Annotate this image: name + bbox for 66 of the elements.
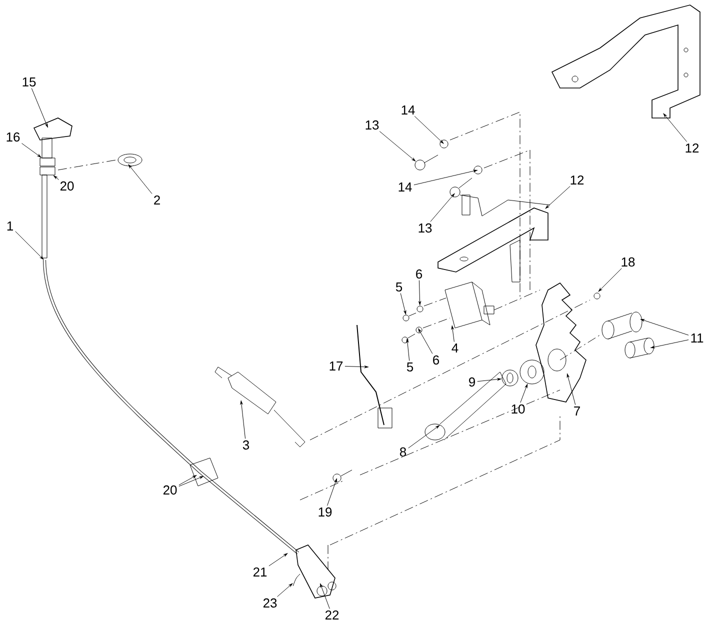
leader-line — [240, 400, 246, 439]
leader-line — [379, 131, 416, 162]
callout-number: 7 — [574, 406, 580, 416]
callout-number: 14 — [402, 106, 415, 114]
leader-line — [327, 478, 337, 506]
callout-number: 22 — [325, 610, 339, 620]
callout-number: 11 — [691, 334, 704, 342]
leader-line — [566, 374, 576, 406]
washer — [520, 360, 544, 384]
leader-line — [663, 113, 688, 142]
leader-line — [650, 340, 689, 348]
leader-line — [400, 293, 406, 314]
callout-number: 3 — [242, 440, 250, 450]
leader-line — [128, 164, 152, 194]
leader-line — [418, 328, 433, 354]
callout-number: 16 — [6, 132, 20, 142]
callout-number: 12 — [686, 143, 699, 153]
callout-number: 15 — [22, 77, 36, 87]
leader-line — [15, 231, 44, 260]
leader-line — [268, 553, 288, 566]
washer — [502, 370, 518, 386]
leader-line — [414, 116, 444, 144]
callout-number: 21 — [253, 567, 267, 577]
leader-line — [430, 193, 455, 222]
callout-number: 4 — [452, 344, 458, 352]
callout-number: 8 — [400, 447, 406, 457]
callout-number: 19 — [318, 507, 332, 517]
leader-line — [406, 338, 410, 361]
callout-number: 13 — [366, 120, 379, 130]
callout-number: 23 — [263, 598, 277, 608]
leader-line — [418, 280, 421, 306]
callout-number: 6 — [416, 269, 422, 279]
callout-number: 14 — [398, 182, 412, 192]
callout-number: 6 — [433, 355, 440, 365]
leader-line — [344, 366, 368, 368]
leader-line — [178, 476, 204, 487]
callout-number: 5 — [406, 362, 414, 372]
callout-number: 10 — [512, 404, 525, 414]
nut — [40, 158, 56, 166]
callout-number: 13 — [418, 223, 432, 233]
callout-number: 9 — [469, 377, 475, 387]
leader-line — [640, 319, 689, 336]
leader-line — [520, 384, 528, 403]
leader-line — [22, 143, 42, 158]
leader-line — [598, 268, 622, 292]
callout-number: 12 — [570, 175, 584, 185]
callout-number: 17 — [330, 362, 343, 370]
leader-line — [31, 88, 48, 128]
nut — [40, 166, 56, 176]
leader-line — [451, 326, 454, 342]
washer — [416, 306, 424, 312]
callout-number: 5 — [396, 282, 402, 292]
leader-line — [53, 176, 60, 180]
leader-line — [277, 583, 293, 597]
callout-number: 20 — [60, 181, 74, 191]
leader-line — [477, 378, 502, 382]
leader-line — [408, 425, 440, 448]
callout-number: 20 — [163, 485, 177, 495]
callout-number: 2 — [154, 195, 160, 205]
callout-number: 18 — [622, 257, 635, 267]
leader-line — [545, 186, 570, 209]
bolt-head — [414, 160, 426, 170]
callout-number: 1 — [7, 222, 13, 230]
leader-line — [414, 170, 478, 186]
leader-line — [320, 584, 330, 609]
leader-line — [178, 475, 196, 486]
